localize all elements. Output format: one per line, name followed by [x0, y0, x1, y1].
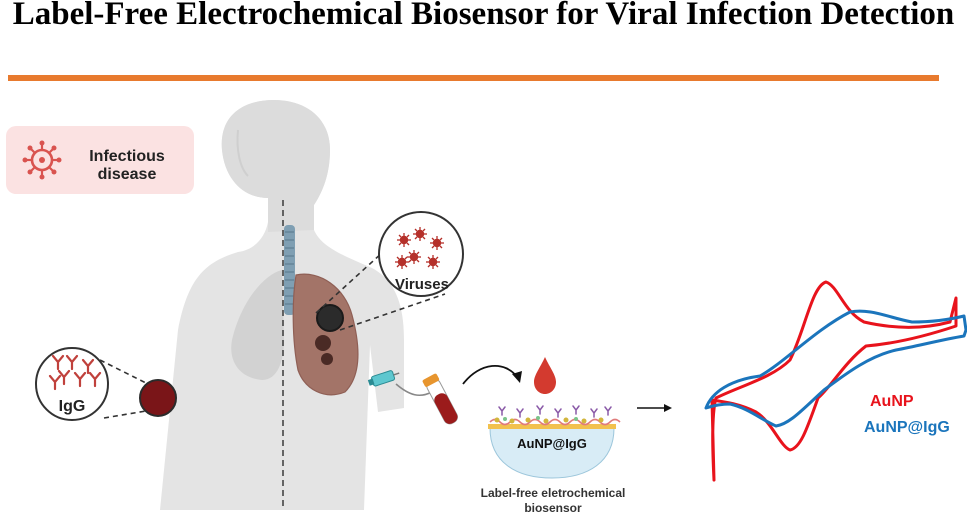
virus-icon [22, 140, 62, 180]
human-body [160, 100, 404, 510]
sensor-label: AuNP@IgG [517, 436, 587, 451]
blood-drop-icon [534, 357, 556, 394]
syringe-icon [367, 370, 400, 387]
blood-tube-icon [422, 373, 458, 425]
sensor-caption: Label-free eletrochemical biosensor [480, 486, 626, 515]
voltammogram-plot [704, 280, 967, 482]
viruses-label: Viruses [395, 276, 449, 293]
page-title: Label-Free Electrochemical Biosensor for… [12, 0, 955, 32]
infection-label: Infectious disease [89, 148, 165, 183]
legend-aunp-igg: AuNP@IgG [864, 419, 950, 436]
arrow-icon [462, 364, 519, 385]
infection-box [6, 126, 194, 194]
viruses-callout [315, 211, 464, 331]
curve-aunp [710, 280, 958, 482]
biosensor-electrode [488, 405, 621, 479]
infected-lung [292, 273, 359, 396]
arm-injection-site [139, 379, 177, 417]
lung-lesion [316, 304, 344, 332]
legend-aunp: AuNP [870, 393, 914, 410]
curve-aunp-igg [704, 309, 967, 428]
title-underline [8, 75, 939, 81]
igg-label: IgG [58, 398, 86, 415]
igg-callout [35, 347, 177, 421]
